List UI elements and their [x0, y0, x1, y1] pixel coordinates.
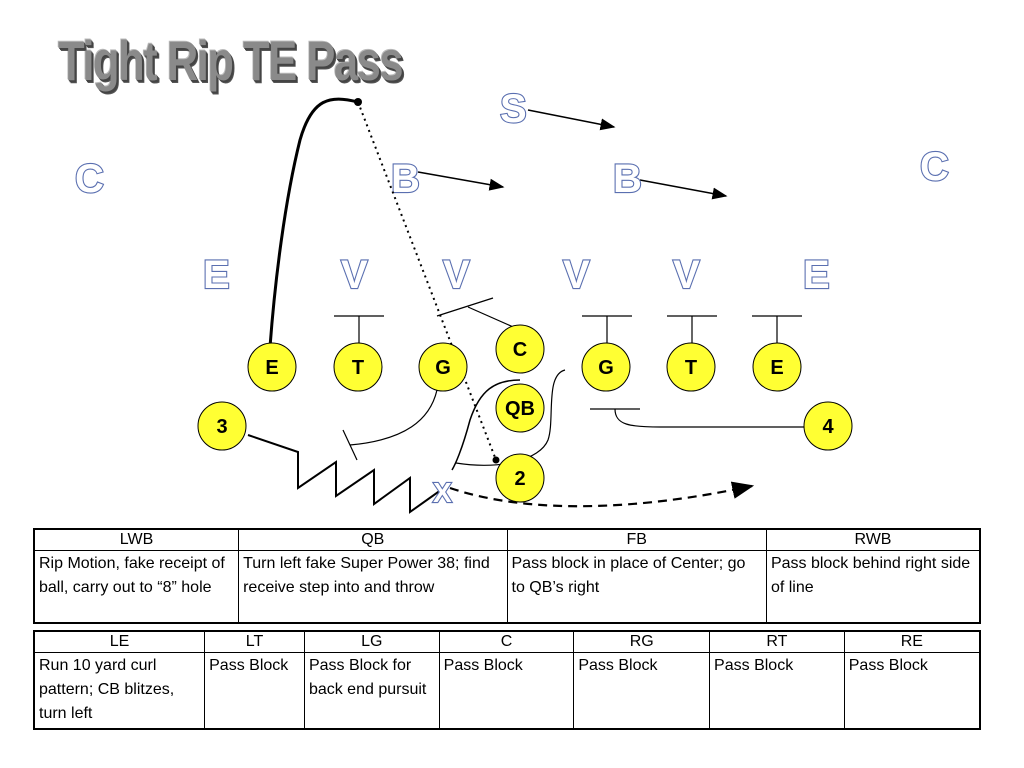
- defender-v-2: V: [443, 253, 470, 297]
- defender-v-4: V: [673, 253, 700, 297]
- player-lg: G: [418, 342, 468, 392]
- header-le: LE: [33, 630, 206, 653]
- pass-start-dot: [492, 456, 500, 464]
- player-re: E: [752, 342, 802, 392]
- player-rt: T: [666, 342, 716, 392]
- line-assignment-row: Run 10 yard curl pattern; CB blitzes, tu…: [33, 652, 981, 729]
- svg-text:C: C: [513, 339, 527, 361]
- qb-fake-path: [451, 379, 521, 471]
- header-rwb: RWB: [765, 528, 981, 551]
- defender-c-left: C: [75, 157, 104, 201]
- header-qb: QB: [238, 528, 508, 551]
- backs-assignments-table: LWB QB FB RWB Rip Motion, fake receipt o…: [33, 528, 981, 624]
- header-rg: RG: [573, 630, 711, 653]
- cell-c: Pass Block: [438, 652, 575, 729]
- defender-e-left: E: [203, 253, 230, 297]
- cell-lt: Pass Block: [204, 652, 305, 729]
- svg-text:G: G: [598, 357, 614, 379]
- cell-rwb: Pass block behind right side of line: [765, 550, 981, 623]
- line-assignments-table: LE LT LG C RG RT RE Run 10 yard curl pat…: [33, 630, 981, 730]
- player-lt: T: [333, 342, 383, 392]
- player-fb: 2: [495, 453, 545, 503]
- header-c: C: [438, 630, 575, 653]
- backs-assignment-row: Rip Motion, fake receipt of ball, carry …: [33, 550, 981, 623]
- svg-text:G: G: [435, 357, 451, 379]
- cell-rg: Pass Block: [573, 652, 711, 729]
- defender-s: S: [500, 87, 527, 131]
- svg-text:E: E: [770, 357, 783, 379]
- offense-players: E T G C G T E QB 3 4 2: [197, 324, 853, 503]
- player-le: E: [247, 342, 297, 392]
- svg-text:T: T: [685, 357, 697, 379]
- blocking-marks: [334, 297, 805, 466]
- defender-b-right: B: [613, 157, 642, 201]
- line-header-row: LE LT LG C RG RT RE: [33, 630, 981, 653]
- svg-text:E: E: [265, 357, 278, 379]
- cell-lwb: Rip Motion, fake receipt of ball, carry …: [33, 550, 240, 623]
- header-lg: LG: [303, 630, 440, 653]
- header-fb: FB: [506, 528, 767, 551]
- left-backer-route: [417, 171, 505, 191]
- header-rt: RT: [709, 630, 845, 653]
- player-c: C: [495, 324, 545, 374]
- cell-le: Run 10 yard curl pattern; CB blitzes, tu…: [33, 652, 206, 729]
- pass-trajectory: [357, 101, 497, 461]
- svg-text:QB: QB: [505, 398, 535, 420]
- player-lwb: 3: [197, 401, 247, 451]
- cell-qb: Turn left fake Super Power 38; find rece…: [238, 550, 508, 623]
- cell-fb: Pass block in place of Center; go to QB’…: [506, 550, 767, 623]
- play-diagram: S C B B C E V V V V E X E T G: [74, 86, 950, 514]
- header-lt: LT: [204, 630, 305, 653]
- defender-v-3: V: [563, 253, 590, 297]
- cell-re: Pass Block: [843, 652, 981, 729]
- x-mark: X: [433, 477, 452, 508]
- defender-c-right: C: [920, 145, 949, 189]
- svg-text:T: T: [352, 357, 364, 379]
- le-curl-route: [268, 97, 359, 348]
- cell-rt: Pass Block: [709, 652, 845, 729]
- lwb-carry-out-route: [449, 481, 755, 508]
- cell-lg: Pass Block for back end pursuit: [303, 652, 440, 729]
- svg-text:3: 3: [216, 416, 227, 438]
- right-backer-route: [639, 179, 728, 200]
- player-qb: QB: [495, 383, 545, 433]
- defender-b-left: B: [391, 157, 420, 201]
- defender-e-right: E: [803, 253, 830, 297]
- player-rg: G: [581, 342, 631, 392]
- player-rwb: 4: [803, 401, 853, 451]
- svg-text:2: 2: [514, 468, 525, 490]
- header-re: RE: [843, 630, 981, 653]
- defender-v-1: V: [341, 253, 368, 297]
- play-title: Tight Rip TE Pass: [58, 29, 404, 92]
- lwb-motion-path: [247, 434, 449, 514]
- svg-text:4: 4: [822, 416, 834, 438]
- header-lwb: LWB: [33, 528, 240, 551]
- safety-route: [527, 109, 616, 131]
- backs-header-row: LWB QB FB RWB: [33, 528, 981, 551]
